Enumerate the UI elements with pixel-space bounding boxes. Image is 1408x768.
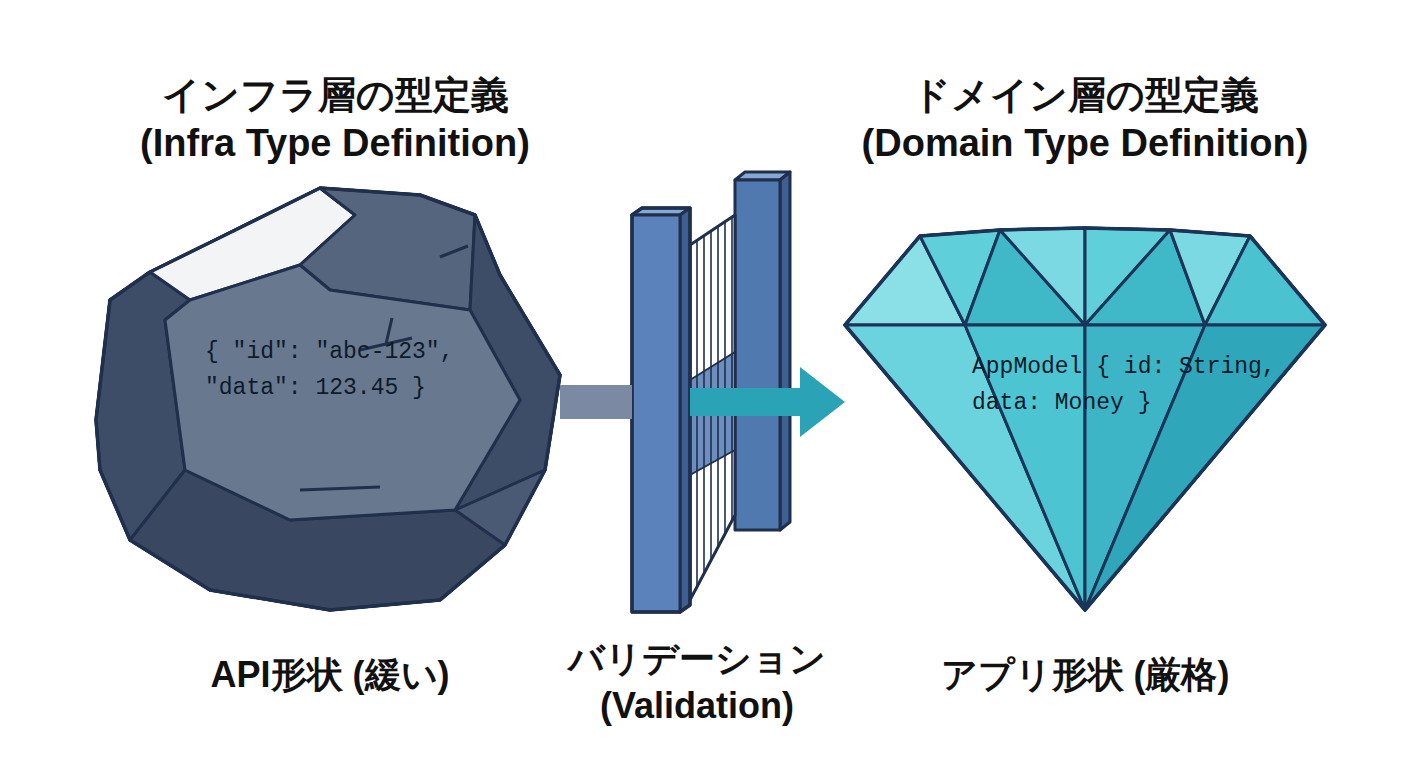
gem-facet <box>1000 228 1085 325</box>
shape-border <box>632 208 690 612</box>
gate-bar-line <box>696 240 698 587</box>
validation-gate: バリデーション (Validation) <box>632 208 690 612</box>
shape-outline <box>845 228 1325 610</box>
rock-crack <box>300 246 468 490</box>
gate-bar-line <box>717 226 719 547</box>
shape-border <box>96 188 560 610</box>
gem-shape: ドメイン層の型定義 (Domain Type Definition)AppMod… <box>845 228 1325 610</box>
rock-facet <box>165 265 520 520</box>
heading-text: ドメイン層の型定義 (Domain Type Definition) <box>845 72 1325 167</box>
code-text: AppModel { id: String, data: Money } <box>972 350 1284 421</box>
gate-bar-line <box>710 231 712 560</box>
gem-base <box>845 228 1325 610</box>
gate-front-bar <box>632 215 680 612</box>
gate-grating <box>690 215 735 600</box>
shape-label: API形状 (緩い) <box>120 652 540 699</box>
gate-back-bar <box>735 180 780 530</box>
gate-bar-line <box>703 236 705 574</box>
rock-shape: インフラ層の型定義 (Infra Type Definition){ "id":… <box>96 188 560 610</box>
gate-bar-line <box>731 217 733 521</box>
gate-label: バリデーション (Validation) <box>557 636 837 730</box>
code-text: { "id": "abc-123", "data": 123.45 } <box>205 335 463 406</box>
heading-text: インフラ層の型定義 (Infra Type Definition) <box>120 72 550 167</box>
flow-connector <box>690 388 800 416</box>
rock-base <box>96 188 560 610</box>
gate-bar-line <box>724 222 726 534</box>
gem-facet <box>1205 236 1325 325</box>
shape-outline <box>632 208 690 612</box>
shape-border <box>845 228 1325 610</box>
shape-label: アプリ形状 (厳格) <box>875 652 1295 699</box>
flow-connector <box>560 385 632 419</box>
